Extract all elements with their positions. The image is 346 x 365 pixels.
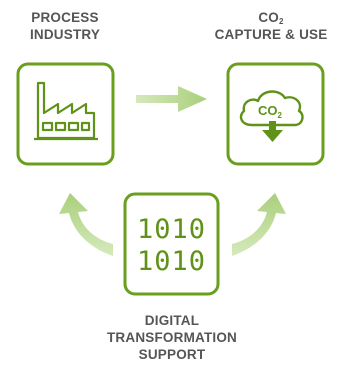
capture-label-co: CO xyxy=(258,10,279,25)
co2-capture-label: CO2 CAPTURE & USE xyxy=(198,9,344,43)
binary-row-2: 1010 xyxy=(137,246,206,277)
digital-transformation-label: DIGITAL TRANSFORMATION SUPPORT xyxy=(82,312,262,363)
co2-cloud-icon: CO2 xyxy=(239,90,304,142)
co2-capture-box: CO2 xyxy=(226,62,325,166)
capture-label-subscript: 2 xyxy=(279,17,284,26)
binary-row-1: 1010 xyxy=(137,214,206,245)
co2-icon-subscript: 2 xyxy=(278,111,283,120)
process-label-line1: PROCESS xyxy=(31,10,99,25)
binary-code-icon: 1010 1010 xyxy=(137,214,206,277)
process-industry-label: PROCESS INDUSTRY xyxy=(10,9,120,43)
arrow-digital-to-process xyxy=(59,193,113,256)
capture-label-line2: CAPTURE & USE xyxy=(214,27,328,42)
capture-label-line1: CO2 xyxy=(198,9,344,26)
digital-label-line3: SUPPORT xyxy=(138,347,206,362)
factory-icon xyxy=(34,81,98,141)
arrow-digital-to-capture xyxy=(232,193,286,256)
process-label-line2: INDUSTRY xyxy=(29,27,101,42)
digital-transformation-box: 1010 1010 xyxy=(123,192,220,296)
digital-label-line1: DIGITAL xyxy=(144,313,200,328)
arrow-process-to-capture xyxy=(136,86,207,112)
process-industry-box xyxy=(16,62,115,166)
co2-icon-text: CO xyxy=(258,103,278,118)
digital-label-line2: TRANSFORMATION xyxy=(106,330,238,345)
svg-text:CO2: CO2 xyxy=(258,103,283,120)
